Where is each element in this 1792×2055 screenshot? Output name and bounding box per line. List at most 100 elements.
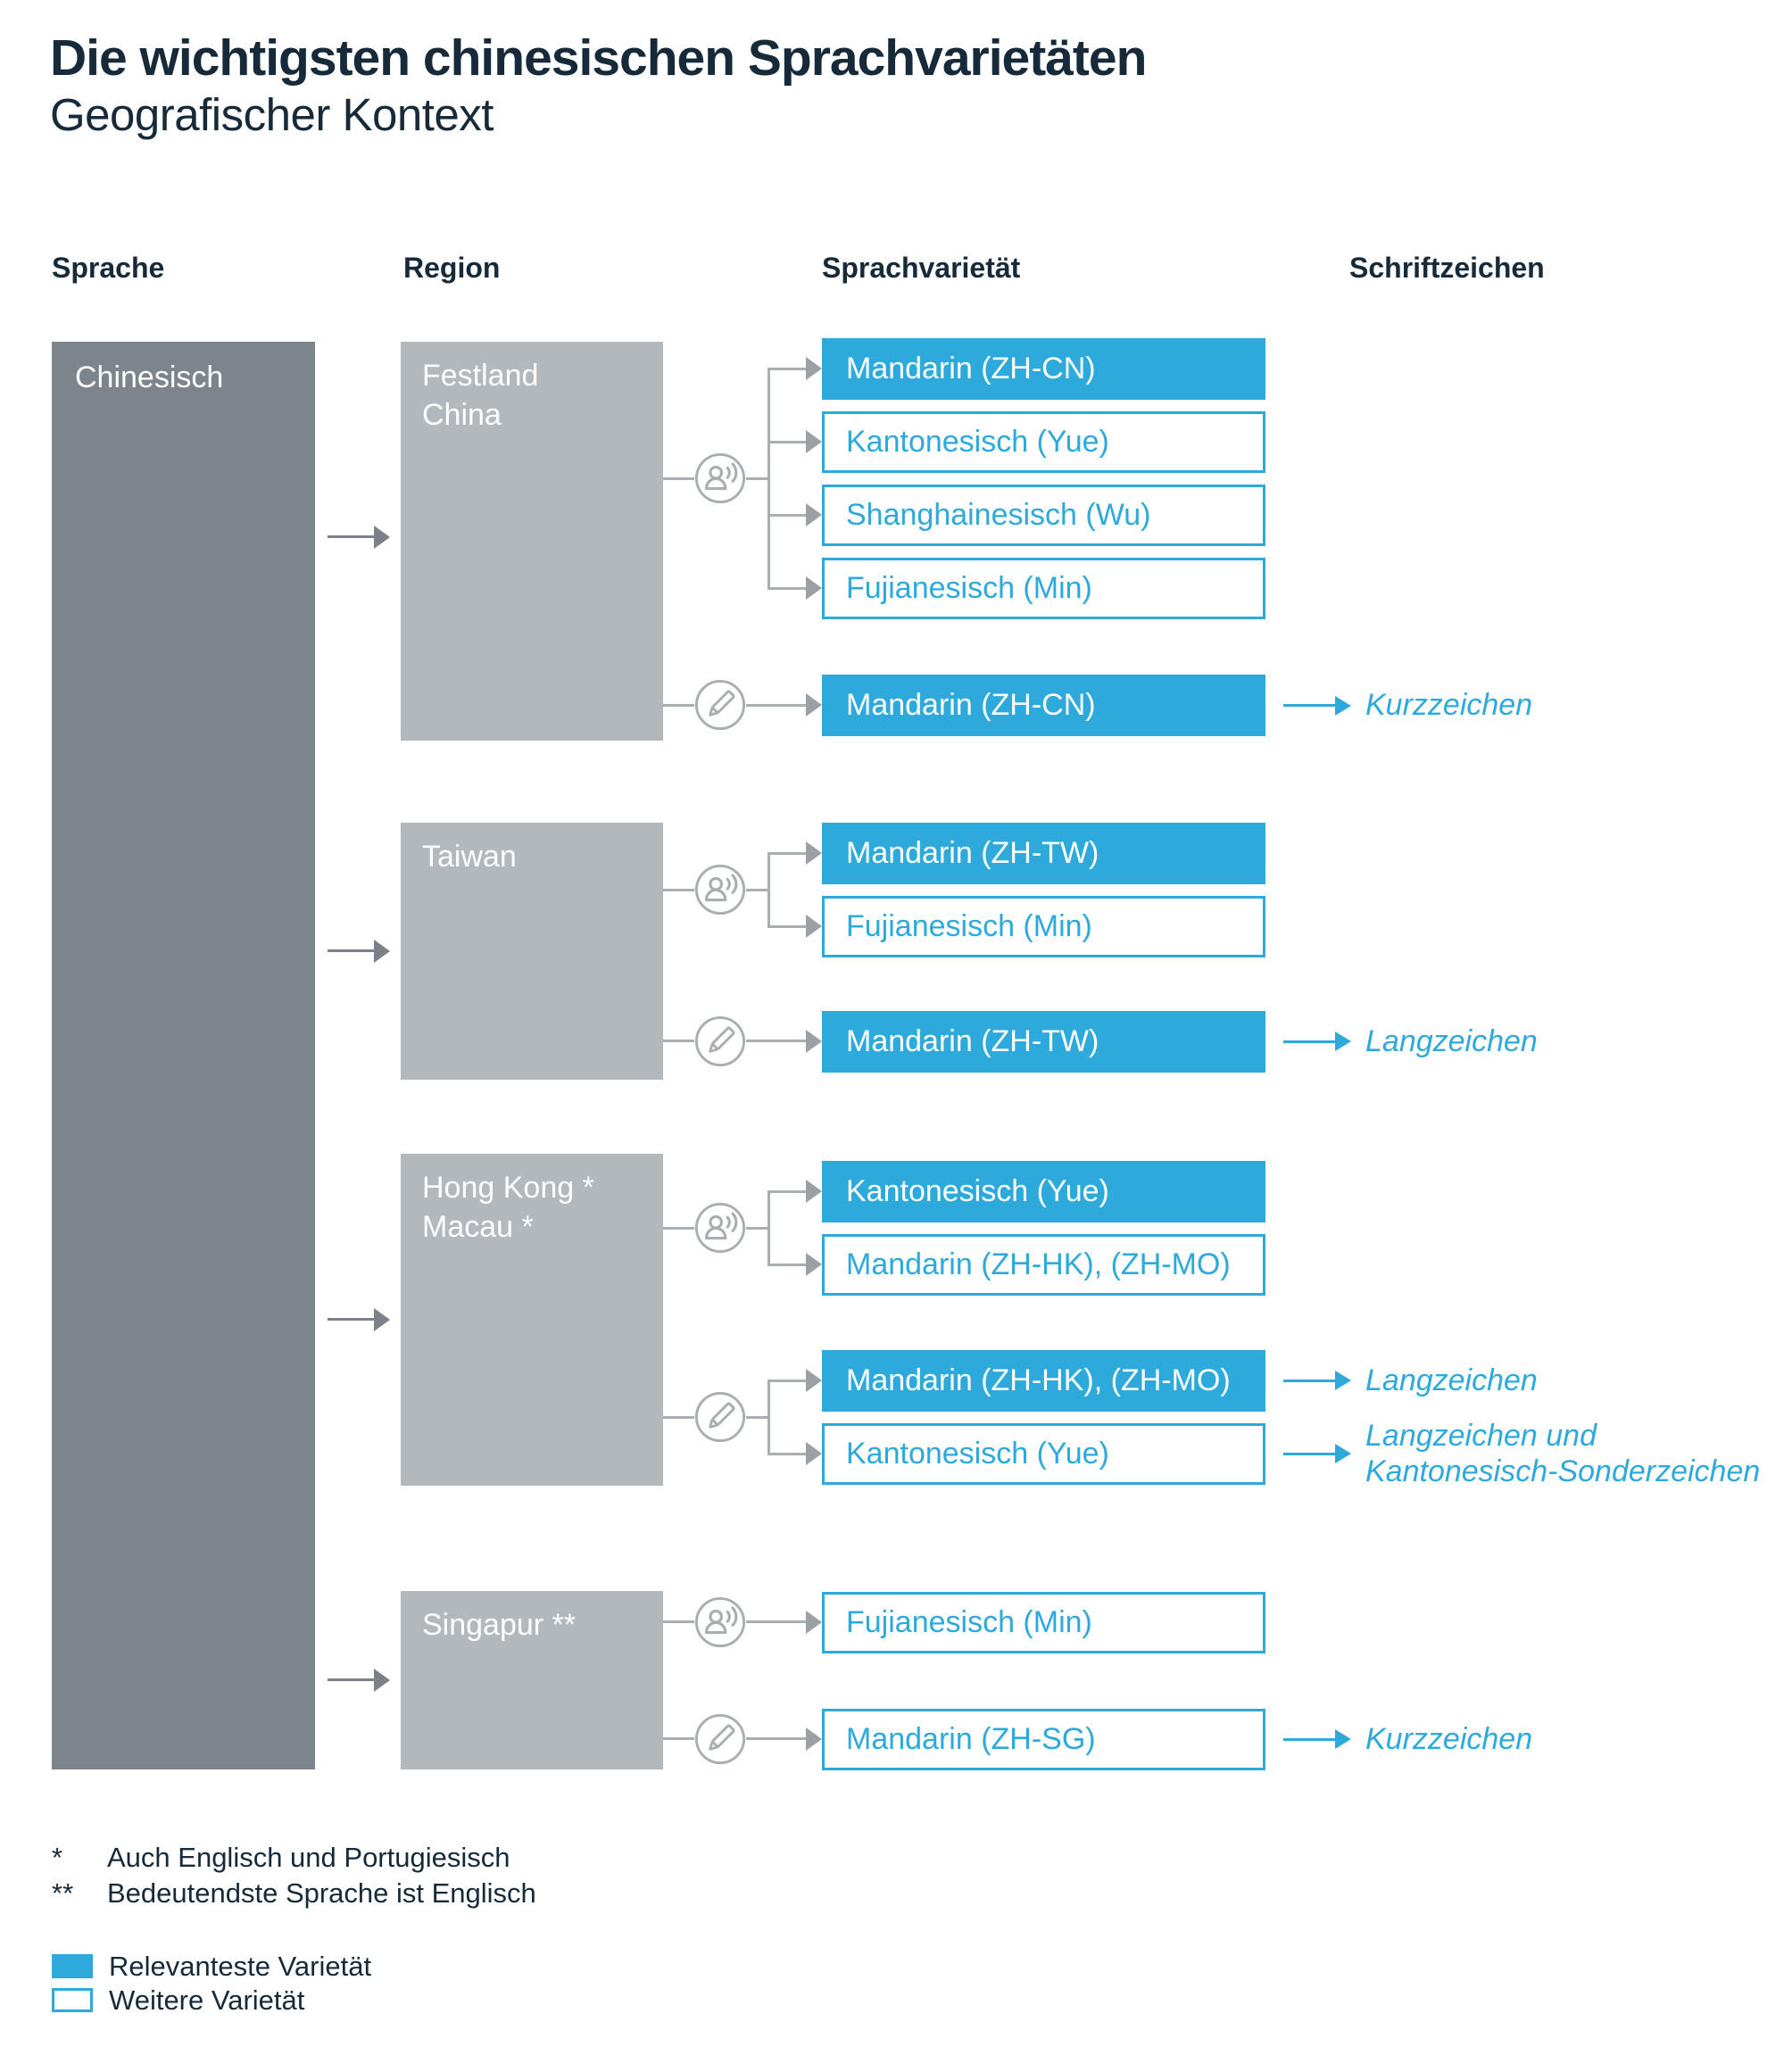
variety-label: Fujianesisch (Min) xyxy=(846,909,1092,943)
variety-box: Kantonesisch (Yue) xyxy=(822,1423,1265,1485)
script-label: Kurzzeichen xyxy=(1365,1722,1533,1756)
variety-label: Fujianesisch (Min) xyxy=(846,1605,1092,1639)
variety-label: Mandarin (ZH-SG) xyxy=(846,1722,1096,1756)
connector-arrowhead xyxy=(374,940,390,963)
script-arrowhead xyxy=(1335,1444,1351,1463)
variety-label: Kantonesisch (Yue) xyxy=(846,1437,1109,1471)
connector-line xyxy=(768,441,806,443)
script-label: Kurzzeichen xyxy=(1365,688,1533,722)
script-arrowhead xyxy=(1335,1032,1351,1051)
connector-line xyxy=(663,1040,694,1042)
region-box-singapur: Singapur ** xyxy=(401,1591,663,1769)
person-speaking-icon xyxy=(694,1596,746,1648)
connector-arrowhead xyxy=(806,1611,822,1634)
connector-arrowhead xyxy=(806,1180,822,1203)
connector-line xyxy=(746,1416,768,1419)
connector-line xyxy=(663,1416,694,1419)
pencil-icon xyxy=(694,1713,746,1765)
page-subtitle: Geografischer Kontext xyxy=(50,89,494,140)
connector-arrowhead xyxy=(806,1030,822,1053)
connector-line xyxy=(768,368,806,370)
connector-arrowhead xyxy=(806,1728,822,1751)
script-label: Langzeichen xyxy=(1365,1363,1538,1397)
connector-line xyxy=(663,889,694,891)
connector-line xyxy=(746,1227,768,1230)
connector-line xyxy=(768,1453,806,1455)
person-speaking-icon xyxy=(694,864,746,916)
connector-arrowhead xyxy=(806,503,822,526)
variety-box: Mandarin (ZH-HK), (ZH-MO) xyxy=(822,1234,1265,1296)
region-box-taiwan: Taiwan xyxy=(401,823,663,1080)
column-header-sprache: Sprache xyxy=(52,252,165,284)
script-label: Langzeichen und Kantonesisch-Sonderzeich… xyxy=(1365,1419,1761,1488)
connector-arrowhead xyxy=(806,1253,822,1276)
variety-label: Mandarin (ZH-HK), (ZH-MO) xyxy=(846,1247,1231,1281)
connector-line xyxy=(328,1678,374,1681)
variety-box: Mandarin (ZH-TW) xyxy=(822,823,1265,884)
variety-label: Mandarin (ZH-CN) xyxy=(846,688,1096,722)
variety-box: Mandarin (ZH-CN) xyxy=(822,675,1265,736)
connector-arrowhead xyxy=(374,1308,390,1331)
region-box-hong-kong-macau: Hong Kong * Macau * xyxy=(401,1154,663,1486)
connector-arrowhead xyxy=(806,430,822,453)
language-box-chinesisch: Chinesisch xyxy=(52,342,315,1769)
connector-arrowhead xyxy=(374,526,390,549)
person-speaking-icon xyxy=(694,452,746,504)
branch-line xyxy=(767,852,770,928)
legend-label: Weitere Varietät xyxy=(109,1985,305,2016)
script-arrow-line xyxy=(1283,1380,1335,1382)
connector-line xyxy=(328,1318,374,1321)
variety-box: Fujianesisch (Min) xyxy=(822,558,1265,619)
script-arrow-line xyxy=(1283,704,1335,707)
variety-box: Shanghainesisch (Wu) xyxy=(822,485,1265,546)
footnote-text: Auch Englisch und Portugiesisch xyxy=(107,1842,510,1873)
variety-label: Mandarin (ZH-TW) xyxy=(846,1024,1099,1058)
legend-swatch-filled xyxy=(52,1954,93,1978)
region-box-festland-china: Festland China xyxy=(401,342,663,741)
region-box-label: Singapur ** xyxy=(422,1608,577,1642)
connector-arrowhead xyxy=(806,1369,822,1392)
pencil-icon xyxy=(694,1391,746,1443)
footnote-mark: ** xyxy=(52,1877,74,1909)
connector-arrowhead xyxy=(806,576,822,600)
branch-line xyxy=(767,1190,770,1266)
connector-line xyxy=(768,1264,806,1266)
connector-line xyxy=(746,1620,806,1623)
region-box-label: Festland China xyxy=(422,359,539,432)
connector-arrowhead xyxy=(806,1442,822,1465)
connector-line xyxy=(768,514,806,517)
variety-label: Mandarin (ZH-CN) xyxy=(846,352,1096,385)
connector-arrowhead xyxy=(806,915,822,938)
connector-arrowhead xyxy=(374,1669,390,1692)
script-arrowhead xyxy=(1335,1371,1351,1390)
legend-swatch-outline xyxy=(52,1988,93,2012)
connector-line xyxy=(328,535,374,538)
variety-box: Mandarin (ZH-HK), (ZH-MO) xyxy=(822,1350,1265,1412)
variety-label: Mandarin (ZH-TW) xyxy=(846,836,1099,870)
variety-label: Fujianesisch (Min) xyxy=(846,571,1092,605)
connector-line xyxy=(746,1040,806,1042)
script-arrow-line xyxy=(1283,1453,1335,1455)
branch-line xyxy=(767,368,770,590)
footnote-mark: * xyxy=(52,1842,63,1873)
connector-line xyxy=(663,1227,694,1230)
footnote-text: Bedeutendste Sprache ist Englisch xyxy=(107,1877,536,1909)
variety-label: Kantonesisch (Yue) xyxy=(846,1174,1109,1208)
connector-line xyxy=(746,477,768,480)
region-box-label: Hong Kong * Macau * xyxy=(422,1171,594,1244)
connector-line xyxy=(768,925,806,928)
branch-line xyxy=(767,1380,770,1455)
column-header-sprachvarietaet: Sprachvarietät xyxy=(822,252,1021,284)
script-arrowhead xyxy=(1335,1729,1351,1749)
script-label: Langzeichen xyxy=(1365,1024,1538,1058)
connector-line xyxy=(328,949,374,952)
variety-label: Mandarin (ZH-HK), (ZH-MO) xyxy=(846,1363,1231,1397)
connector-arrowhead xyxy=(806,357,822,380)
connector-line xyxy=(768,852,806,855)
connector-line xyxy=(663,1737,694,1740)
script-arrow-line xyxy=(1283,1738,1335,1741)
connector-arrowhead xyxy=(806,693,822,717)
connector-line xyxy=(746,889,768,891)
script-arrow-line xyxy=(1283,1040,1335,1043)
